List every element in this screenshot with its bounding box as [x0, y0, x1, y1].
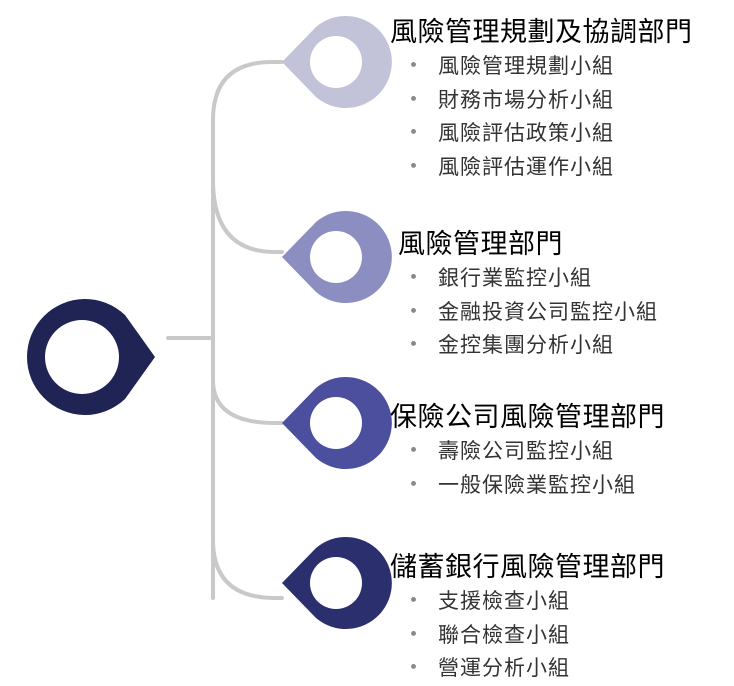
subgroup-item: •聯合檢查小組 — [404, 619, 570, 653]
bullet-icon: • — [408, 89, 420, 110]
department-pin-icon — [282, 537, 392, 629]
subgroup-item: •金控集團分析小組 — [404, 329, 658, 363]
bullet-icon: • — [408, 268, 420, 288]
bullet-icon: • — [408, 624, 420, 645]
subgroup-item: •支援檢查小組 — [404, 585, 570, 619]
department-title: 儲蓄銀行風險管理部門 — [390, 552, 665, 583]
department-pin-icon — [282, 211, 392, 303]
subgroup-item: •金融投資公司監控小組 — [404, 296, 658, 330]
subgroup-list: •風險管理規劃小組 •財務市場分析小組 •風險評估政策小組 •風險評估運作小組 — [404, 50, 614, 184]
department-title: 保險公司風險管理部門 — [390, 402, 665, 433]
subgroup-item: •財務市場分析小組 — [404, 84, 614, 118]
subgroup-item: •壽險公司監控小組 — [404, 435, 636, 469]
branch-connector — [166, 60, 284, 600]
department-title: 風險管理規劃及協調部門 — [390, 17, 693, 48]
department-pin-icon — [282, 16, 392, 109]
bullet-icon: • — [408, 156, 420, 177]
subgroup-list: •銀行業監控小組 •金融投資公司監控小組 •金控集團分析小組 — [404, 262, 658, 363]
department-pin-icon — [282, 376, 392, 469]
subgroup-item: •銀行業監控小組 — [404, 262, 658, 296]
root-pin-icon — [26, 298, 156, 415]
subgroup-item: •風險評估政策小組 — [404, 117, 614, 151]
subgroup-item: •一般保險業監控小組 — [404, 469, 636, 503]
subgroup-list: •壽險公司監控小組 •一般保險業監控小組 — [404, 435, 636, 502]
bullet-icon: • — [408, 441, 420, 461]
department-title: 風險管理部門 — [398, 229, 563, 260]
subgroup-item: •風險評估運作小組 — [404, 151, 614, 185]
bullet-icon: • — [408, 335, 420, 355]
subgroup-list: •支援檢查小組 •聯合檢查小組 •營運分析小組 — [404, 585, 570, 686]
subgroup-item: •營運分析小組 — [404, 652, 570, 686]
bullet-icon: • — [408, 474, 420, 495]
bullet-icon: • — [408, 301, 420, 322]
bullet-icon: • — [408, 56, 420, 76]
subgroup-item: •風險管理規劃小組 — [404, 50, 614, 84]
bullet-icon: • — [408, 123, 420, 143]
bullet-icon: • — [408, 591, 420, 611]
bullet-icon: • — [408, 658, 420, 678]
